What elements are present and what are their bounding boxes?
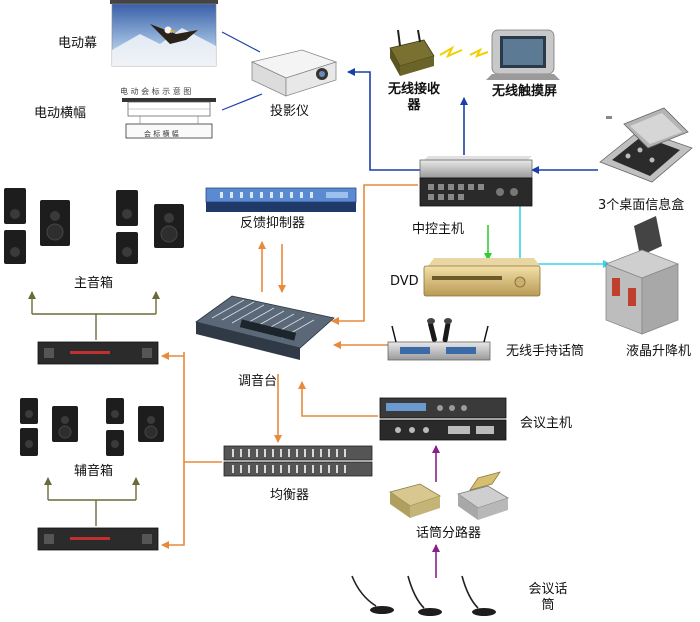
host-to-mixer-line — [298, 381, 378, 417]
main-speakers-group — [4, 188, 184, 264]
mic-splitter-device — [389, 471, 509, 520]
aux-speaker-lines — [44, 477, 140, 526]
projection-screen — [110, 0, 218, 67]
touch-screen-device — [486, 29, 560, 80]
equalizer-to-amps-line — [183, 352, 222, 463]
central-controller-device — [419, 156, 533, 207]
dvd-device — [423, 258, 541, 297]
wireless-signal-mark — [469, 47, 489, 58]
feedback-suppressor-label: 反馈抑制器 — [240, 216, 306, 231]
aux-amplifier-device — [37, 527, 159, 551]
projector-signal-lines — [221, 31, 263, 111]
main-amplifier-device — [37, 341, 159, 365]
conference-mics-group — [351, 575, 496, 616]
equalizer-device — [223, 445, 373, 477]
mic-splitter-label: 话筒分路器 — [416, 526, 482, 541]
mixer-device — [195, 295, 335, 360]
dvd-label: DVD — [390, 274, 419, 289]
desk-info-box-device — [599, 107, 693, 183]
wireless-receiver-label-line2: 器 — [407, 98, 421, 113]
controller-to-lcd-line — [519, 205, 611, 268]
mixer-label: 调音台 — [238, 374, 278, 389]
main-speakers-label: 主音箱 — [74, 276, 114, 291]
to-aux-amp-line — [161, 462, 185, 549]
central-controller-label: 中控主机 — [412, 222, 465, 237]
desk-info-box-label: 3个桌面信息盒 — [598, 198, 685, 213]
wireless-signal-mark — [439, 45, 463, 58]
lcd-lift-label: 液晶升降机 — [626, 344, 692, 359]
wireless-receiver-label: 无线接收 器 — [384, 82, 444, 114]
wireless-receiver-label-line1: 无线接收 — [387, 82, 440, 97]
banner-tag: 会 标 横 幅 — [144, 130, 179, 138]
banner-label: 电动横幅 — [34, 106, 87, 121]
equalizer-label: 均衡器 — [270, 488, 310, 503]
main-speaker-lines — [28, 291, 160, 340]
wireless-receiver-device — [389, 29, 435, 76]
projector-label: 投影仪 — [270, 104, 310, 119]
conference-mic-label-line2: 筒 — [541, 598, 555, 613]
aux-speakers-label: 辅音箱 — [74, 464, 114, 479]
feedback-suppressor-device — [205, 187, 357, 212]
aux-speakers-group — [20, 398, 164, 456]
screen-label: 电动幕 — [58, 36, 98, 51]
banner-schematic — [122, 98, 216, 139]
projector-device — [250, 49, 338, 97]
controller-to-projector-line — [347, 68, 420, 171]
conference-host-label: 会议主机 — [520, 416, 573, 431]
wireless-mic-label: 无线手持话筒 — [506, 344, 585, 359]
conference-mic-label-line1: 会议话 — [528, 582, 568, 597]
conference-host-device — [379, 397, 507, 441]
lcd-lift-device — [604, 216, 680, 335]
touch-screen-label: 无线触摸屏 — [492, 84, 558, 99]
conference-mic-label: 会议话 筒 — [518, 582, 578, 614]
banner-caption: 电 动 会 标 示 意 图 — [120, 87, 192, 96]
controller-to-mixer-line — [331, 184, 418, 325]
wireless-mic-device — [387, 318, 491, 361]
